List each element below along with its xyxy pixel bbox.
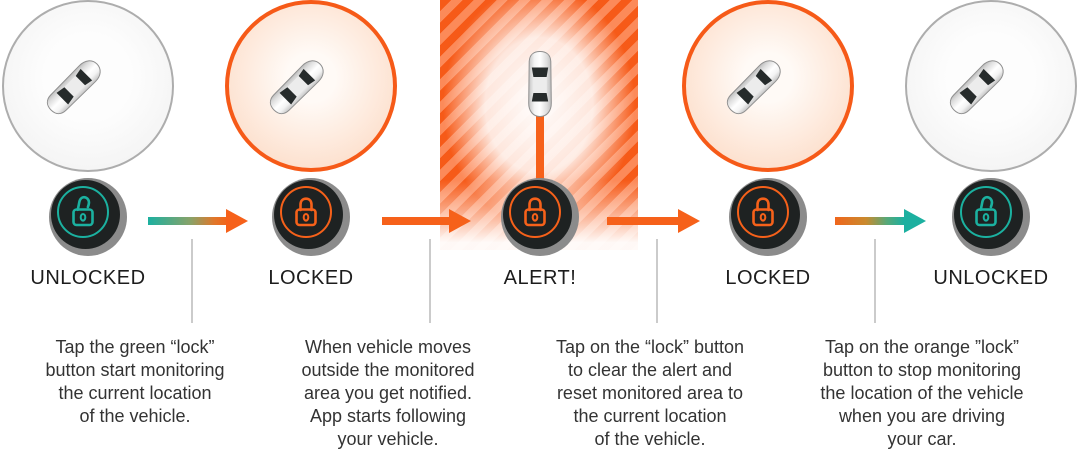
arrow-head-icon	[449, 209, 471, 233]
arrow-right-icon	[382, 217, 449, 225]
state-label-unlocked: UNLOCKED	[933, 267, 1049, 289]
divider-line	[191, 239, 193, 323]
state-label-locked: LOCKED	[725, 267, 811, 289]
step-description-3: Tap on the “lock” button to clear the al…	[555, 337, 745, 449]
lock-button-locked	[272, 178, 350, 256]
lock-closed-icon	[524, 197, 546, 227]
lock-button-alert	[501, 178, 579, 256]
arrow-right-icon	[148, 217, 226, 225]
lock-button-unlocked	[952, 178, 1030, 256]
monitored-zone-circle-active	[682, 0, 854, 172]
arrow-right-icon	[607, 217, 678, 225]
step-description-4: Tap on the orange ”lock” button to stop …	[820, 337, 1024, 449]
state-label-locked: LOCKED	[268, 267, 354, 289]
arrow-right-icon	[835, 217, 904, 225]
lock-closed-icon	[752, 197, 774, 227]
car-top-view-icon	[942, 52, 1011, 121]
vehicle-tracking-line	[536, 108, 544, 188]
arrow-head-icon	[904, 209, 926, 233]
lock-closed-icon	[295, 197, 317, 227]
divider-line	[429, 239, 431, 323]
car-top-view-icon	[525, 50, 555, 118]
step-description-2: When vehicle moves outside the monitored…	[301, 337, 475, 449]
car-top-view-icon	[719, 52, 788, 121]
lock-open-icon	[975, 195, 997, 227]
state-label-unlocked: UNLOCKED	[30, 267, 146, 289]
monitored-zone-circle-active	[225, 0, 397, 172]
car-top-view-icon	[39, 52, 108, 121]
arrow-head-icon	[678, 209, 700, 233]
car-top-view-icon	[262, 52, 331, 121]
lock-open-icon	[72, 195, 94, 227]
arrow-head-icon	[226, 209, 248, 233]
state-label-alert: ALERT!	[503, 267, 577, 289]
divider-line	[656, 239, 658, 323]
lock-button-unlocked	[49, 178, 127, 256]
step-description-1: Tap the green “lock” button start monito…	[45, 337, 225, 426]
divider-line	[874, 239, 876, 323]
monitored-zone-circle-inactive	[905, 0, 1077, 172]
lock-button-locked	[729, 178, 807, 256]
monitored-zone-circle-inactive	[2, 0, 174, 172]
